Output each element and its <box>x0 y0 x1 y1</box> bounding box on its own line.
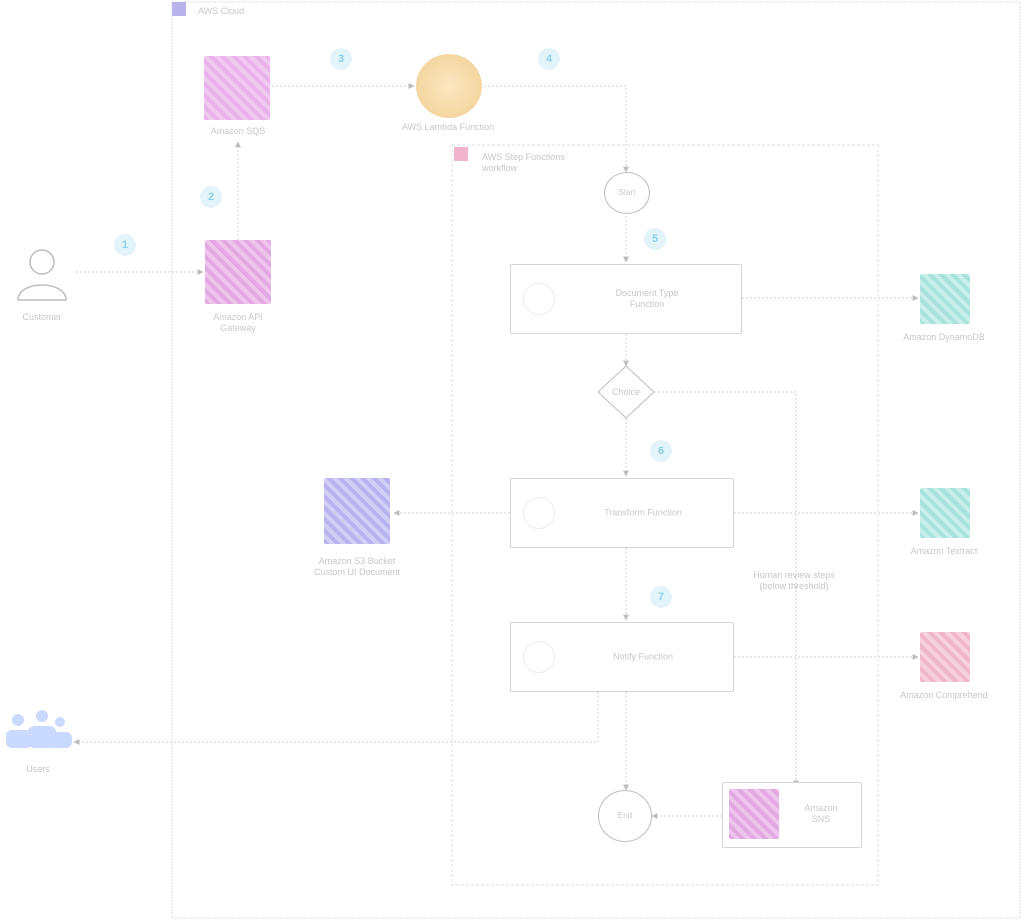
sns-icon <box>729 789 779 839</box>
step-2-badge: 2 <box>200 186 222 208</box>
notify-function-box[interactable]: Notify Function <box>510 622 734 692</box>
step-1-badge: 1 <box>114 234 136 256</box>
workflow-end[interactable]: End <box>598 790 652 842</box>
connector-box3-to-users <box>73 692 599 745</box>
lambda-trigger-label: AWS Lambda Function <box>401 122 495 132</box>
workflow-end-label: End <box>617 811 633 820</box>
sqs-queue-icon[interactable] <box>204 56 270 120</box>
api-gateway-icon[interactable] <box>205 240 271 304</box>
transform-function-box[interactable]: Transform Function <box>510 478 734 548</box>
dynamodb-label: Amazon DynamoDB <box>903 332 985 342</box>
choice-label: Choice <box>611 387 640 397</box>
step-3-badge: 3 <box>330 48 352 70</box>
aws-cloud-group-label: AWS Cloud <box>198 6 245 16</box>
dynamodb-icon[interactable] <box>920 274 970 324</box>
comprehend-label: Amazon Comprehend <box>900 690 988 700</box>
step-6-badge: 6 <box>650 440 672 462</box>
s3-document-label: Amazon S3 Bucket Custom UI Document <box>313 556 401 577</box>
step-7-badge: 7 <box>650 586 672 608</box>
textract-label: Amazon Textract <box>910 546 978 556</box>
aws-cloud-group-border <box>171 1 1021 919</box>
step-functions-group-border <box>451 144 879 886</box>
sqs-queue-label: Amazon SQS <box>210 126 266 136</box>
comprehend-icon[interactable] <box>920 632 970 682</box>
workflow-start-label: Start <box>618 188 636 197</box>
document-type-function-label: Document Type Function <box>615 288 679 309</box>
sns-inner-label: Amazon SNS <box>804 803 838 824</box>
customer-label: Customer <box>22 312 62 322</box>
sns-inner-box[interactable]: Amazon SNS <box>722 782 862 848</box>
human-review-note: Human review steps (below threshold) <box>753 570 835 591</box>
step-5-badge: 5 <box>644 228 666 250</box>
transform-function-label: Transform Function <box>604 507 682 518</box>
connectors <box>73 83 919 819</box>
lambda-icon <box>523 497 555 529</box>
notify-function-label: Notify Function <box>612 651 674 662</box>
s3-document-icon[interactable] <box>324 478 390 544</box>
document-type-function-box[interactable]: Document Type Function <box>510 264 742 334</box>
step-4-badge: 4 <box>538 48 560 70</box>
workflow-start[interactable]: Start <box>604 172 650 214</box>
lambda-icon <box>523 641 555 673</box>
connector-lambda-to-start <box>484 85 629 173</box>
step-functions-group-icon <box>454 147 468 161</box>
aws-cloud-group-icon <box>172 2 186 16</box>
users-icon <box>6 710 72 748</box>
step-functions-group-label: AWS Step Functions workflow <box>482 152 565 173</box>
connector-choice-to-review <box>654 391 797 780</box>
lambda-trigger-icon[interactable] <box>416 54 482 118</box>
lambda-icon <box>523 283 555 315</box>
customer-icon <box>17 249 67 301</box>
choice-diamond <box>597 365 655 419</box>
textract-icon[interactable] <box>920 488 970 538</box>
users-label: Users <box>26 764 50 774</box>
api-gateway-label: Amazon API Gateway <box>213 312 263 333</box>
